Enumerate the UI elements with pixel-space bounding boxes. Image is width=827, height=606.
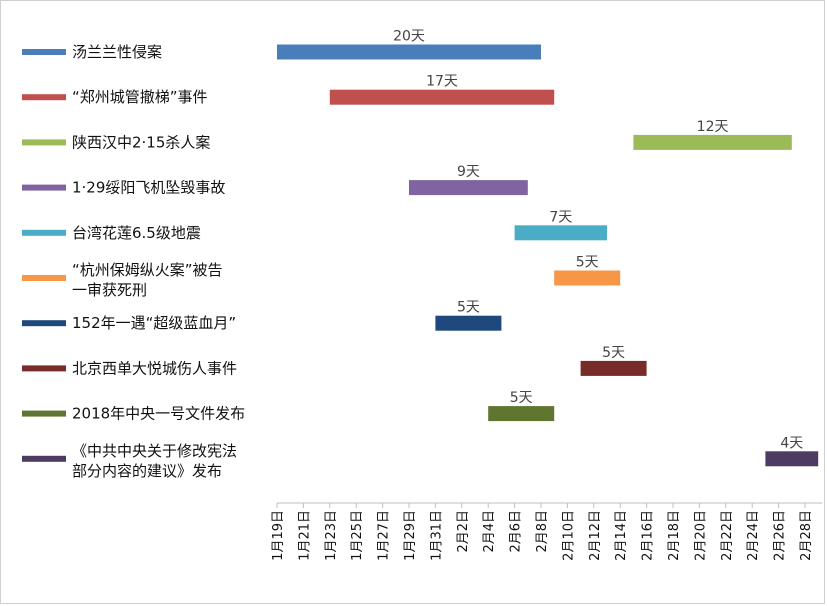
x-tick-label: 2月20日 xyxy=(693,510,708,561)
legend-label: 北京西单大悦城伤人事件 xyxy=(72,359,237,377)
x-tick-label: 2月6日 xyxy=(509,510,524,553)
legend-label: 汤兰兰性侵案 xyxy=(72,43,162,61)
legend-swatch xyxy=(22,455,66,462)
bar-duration-label: 5天 xyxy=(602,345,625,361)
legend-label: 《中共中央关于修改宪法 xyxy=(72,442,237,460)
x-tick-label: 2月22日 xyxy=(720,510,735,561)
x-tick-label: 2月2日 xyxy=(456,510,471,553)
gantt-bar xyxy=(488,406,555,422)
bar-duration-label: 5天 xyxy=(510,390,533,406)
x-tick-label: 2月8日 xyxy=(535,510,550,553)
gantt-bar xyxy=(580,360,647,376)
bar-duration-label: 17天 xyxy=(426,74,458,90)
x-tick-label: 2月28日 xyxy=(799,510,814,561)
legend-swatch xyxy=(22,365,66,372)
bar-duration-label: 4天 xyxy=(780,435,803,451)
legend-swatch xyxy=(22,94,66,101)
legend-swatch xyxy=(22,410,66,417)
x-tick-label: 2月12日 xyxy=(588,510,603,561)
legend-label: 一审获死刑 xyxy=(72,281,147,299)
x-tick-label: 2月18日 xyxy=(667,510,682,561)
gantt-bar xyxy=(409,180,528,196)
x-tick-label: 2月4日 xyxy=(482,510,497,553)
legend-swatch xyxy=(22,139,66,146)
x-tick-label: 2月26日 xyxy=(773,510,788,561)
legend-label: 2018年中央一号文件发布 xyxy=(72,405,245,423)
x-tick-label: 2月24日 xyxy=(746,510,761,561)
gantt-bar xyxy=(277,44,541,60)
legend-label: “杭州保姆纵火案”被告 xyxy=(72,261,223,279)
gantt-bar xyxy=(554,270,621,286)
legend-swatch xyxy=(22,184,66,191)
gantt-bar xyxy=(633,134,792,150)
gantt-bar xyxy=(329,89,555,105)
legend-label: “郑州城管撤梯”事件 xyxy=(72,88,208,106)
bar-duration-label: 9天 xyxy=(457,164,480,180)
x-tick-label: 2月14日 xyxy=(614,510,629,561)
x-tick-label: 1月27日 xyxy=(377,510,392,561)
gantt-bar xyxy=(514,225,607,241)
x-tick-label: 1月21日 xyxy=(297,510,312,561)
legend-label: 台湾花莲6.5级地震 xyxy=(72,224,201,242)
x-tick-label: 1月31日 xyxy=(429,510,444,561)
x-tick-label: 1月29日 xyxy=(403,510,418,561)
legend-label: 152年一遇“超级蓝血月” xyxy=(72,314,236,332)
legend-swatch xyxy=(22,49,66,55)
legend-swatch xyxy=(22,275,66,281)
x-tick-label: 2月16日 xyxy=(641,510,656,561)
bar-duration-label: 20天 xyxy=(393,29,425,45)
x-tick-label: 1月19日 xyxy=(271,510,286,561)
x-tick-label: 2月10日 xyxy=(561,510,576,561)
x-tick-label: 1月23日 xyxy=(324,510,339,561)
legend-label: 陕西汉中2·15杀人案 xyxy=(72,133,210,151)
bar-duration-label: 5天 xyxy=(457,300,480,316)
gantt-bar xyxy=(765,451,819,467)
legend-swatch xyxy=(22,229,66,236)
bar-duration-label: 5天 xyxy=(576,255,599,271)
bar-duration-label: 7天 xyxy=(549,209,572,225)
legend-label: 部分内容的建议》发布 xyxy=(72,462,222,480)
legend-label: 1·29绥阳飞机坠毁事故 xyxy=(72,179,225,197)
x-tick-label: 1月25日 xyxy=(350,510,365,561)
bar-duration-label: 12天 xyxy=(697,119,729,135)
gantt-bar xyxy=(435,315,502,331)
legend-swatch xyxy=(22,320,66,327)
